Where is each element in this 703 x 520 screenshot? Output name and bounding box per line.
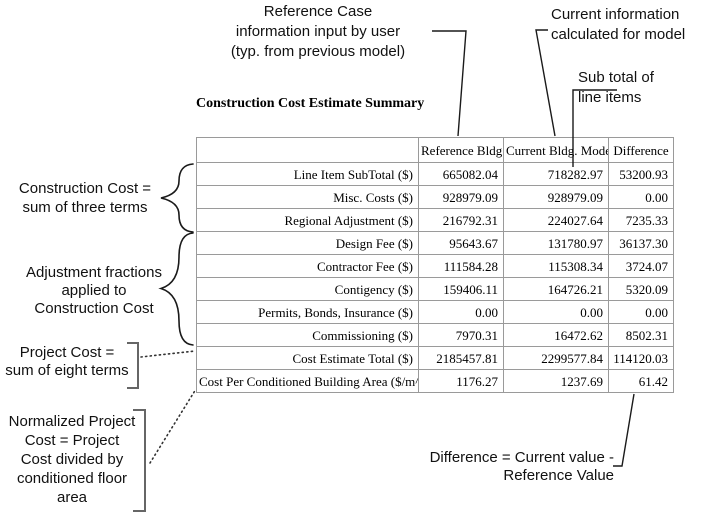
callout-line: calculated for model bbox=[551, 26, 686, 43]
reference-value-cell: 0.00 bbox=[418, 300, 504, 324]
difference-value-cell: 114120.03 bbox=[608, 346, 674, 370]
current-value-cell: 0.00 bbox=[503, 300, 609, 324]
header-reference-bldg: Reference Bldg. bbox=[418, 137, 504, 163]
difference-value-cell: 5320.09 bbox=[608, 277, 674, 301]
row-label-cell: Contigency ($) bbox=[196, 277, 419, 301]
row-label-cell: Line Item SubTotal ($) bbox=[196, 162, 419, 186]
reference-value-cell: 928979.09 bbox=[418, 185, 504, 209]
current-value-cell: 2299577.84 bbox=[503, 346, 609, 370]
table-row: Regional Adjustment ($) 216792.31 224027… bbox=[196, 208, 674, 232]
callout-reference-case: Reference Case information input by user… bbox=[196, 2, 440, 62]
current-value-cell: 224027.64 bbox=[503, 208, 609, 232]
current-value-cell: 115308.34 bbox=[503, 254, 609, 278]
table-row: Misc. Costs ($) 928979.09 928979.09 0.00 bbox=[196, 185, 674, 209]
callout-line: applied to bbox=[61, 282, 127, 299]
row-label-cell: Contractor Fee ($) bbox=[196, 254, 419, 278]
row-label-cell: Cost Per Conditioned Building Area ($/m^… bbox=[196, 369, 419, 393]
callout-line: (typ. from previous model) bbox=[230, 43, 406, 60]
callout-current-info: Current information calculated for model bbox=[551, 5, 685, 45]
row-label-cell: Design Fee ($) bbox=[196, 231, 419, 255]
table-row: Cost Per Conditioned Building Area ($/m^… bbox=[196, 369, 674, 393]
current-value-cell: 131780.97 bbox=[503, 231, 609, 255]
reference-value-cell: 665082.04 bbox=[418, 162, 504, 186]
callout-line: Project Cost = bbox=[19, 344, 115, 361]
callout-line: Sub total of bbox=[578, 69, 654, 86]
callout-adjustment-fractions: Adjustment fractions applied to Construc… bbox=[8, 264, 180, 318]
reference-value-cell: 2185457.81 bbox=[418, 346, 504, 370]
table-title: Construction Cost Estimate Summary bbox=[196, 96, 425, 111]
table-header-row: Reference Bldg. Current Bldg. Model Diff… bbox=[196, 137, 674, 163]
row-label-cell: Permits, Bonds, Insurance ($) bbox=[196, 300, 419, 324]
callout-subtotal: Sub total of line items bbox=[578, 68, 654, 108]
callout-line: Current information bbox=[551, 6, 680, 23]
table-row: Contigency ($) 159406.11 164726.21 5320.… bbox=[196, 277, 674, 301]
header-difference: Difference bbox=[608, 137, 674, 163]
callout-line: Reference Value bbox=[503, 467, 614, 484]
row-label-cell: Commissioning ($) bbox=[196, 323, 419, 347]
table-row: Commissioning ($) 7970.31 16472.62 8502.… bbox=[196, 323, 674, 347]
leader-line-difference bbox=[613, 393, 635, 467]
callout-line: sum of three terms bbox=[22, 199, 148, 216]
callout-line: Cost divided by bbox=[20, 451, 124, 468]
reference-value-cell: 159406.11 bbox=[418, 277, 504, 301]
callout-line: Normalized Project bbox=[8, 413, 136, 430]
callout-line: Adjustment fractions bbox=[26, 264, 162, 281]
callout-project-cost: Project Cost = sum of eight terms bbox=[0, 344, 134, 380]
cost-estimate-table: Reference Bldg. Current Bldg. Model Diff… bbox=[196, 137, 674, 393]
difference-value-cell: 8502.31 bbox=[608, 323, 674, 347]
reference-value-cell: 1176.27 bbox=[418, 369, 504, 393]
callout-line: Construction Cost = bbox=[18, 180, 152, 197]
difference-value-cell: 3724.07 bbox=[608, 254, 674, 278]
current-value-cell: 16472.62 bbox=[503, 323, 609, 347]
leader-line-current-info bbox=[535, 29, 556, 137]
callout-line: Construction Cost bbox=[34, 300, 154, 317]
reference-value-cell: 95643.67 bbox=[418, 231, 504, 255]
header-current-bldg-model: Current Bldg. Model bbox=[503, 137, 609, 163]
callout-line: Reference Case bbox=[263, 3, 373, 20]
reference-value-cell: 111584.28 bbox=[418, 254, 504, 278]
row-label-cell: Cost Estimate Total ($) bbox=[196, 346, 419, 370]
difference-value-cell: 61.42 bbox=[608, 369, 674, 393]
callout-line: Cost = Project bbox=[24, 432, 120, 449]
row-label-cell: Regional Adjustment ($) bbox=[196, 208, 419, 232]
header-empty-cell bbox=[196, 137, 419, 163]
callout-line: information input by user bbox=[235, 23, 401, 40]
callout-construction-cost: Construction Cost = sum of three terms bbox=[2, 179, 168, 217]
current-value-cell: 164726.21 bbox=[503, 277, 609, 301]
callout-line: area bbox=[56, 489, 88, 506]
callout-line: Difference = Current value - bbox=[429, 449, 614, 466]
difference-value-cell: 36137.30 bbox=[608, 231, 674, 255]
current-value-cell: 718282.97 bbox=[503, 162, 609, 186]
difference-value-cell: 53200.93 bbox=[608, 162, 674, 186]
callout-line: conditioned floor bbox=[16, 470, 128, 487]
callout-line: line items bbox=[578, 89, 642, 106]
table-row: Contractor Fee ($) 111584.28 115308.34 3… bbox=[196, 254, 674, 278]
difference-value-cell: 0.00 bbox=[608, 300, 674, 324]
callout-normalized-cost: Normalized Project Cost = Project Cost d… bbox=[4, 412, 140, 507]
difference-value-cell: 0.00 bbox=[608, 185, 674, 209]
callout-line: sum of eight terms bbox=[5, 362, 129, 379]
callout-difference: Difference = Current value - Reference V… bbox=[403, 449, 614, 485]
reference-value-cell: 7970.31 bbox=[418, 323, 504, 347]
dotted-line-normalized-cost bbox=[149, 388, 197, 464]
dotted-line-project-cost bbox=[140, 350, 196, 358]
row-label-cell: Misc. Costs ($) bbox=[196, 185, 419, 209]
table-row: Design Fee ($) 95643.67 131780.97 36137.… bbox=[196, 231, 674, 255]
table-row: Cost Estimate Total ($) 2185457.81 22995… bbox=[196, 346, 674, 370]
table-row: Line Item SubTotal ($) 665082.04 718282.… bbox=[196, 162, 674, 186]
difference-value-cell: 7235.33 bbox=[608, 208, 674, 232]
current-value-cell: 928979.09 bbox=[503, 185, 609, 209]
table-row: Permits, Bonds, Insurance ($) 0.00 0.00 … bbox=[196, 300, 674, 324]
reference-value-cell: 216792.31 bbox=[418, 208, 504, 232]
current-value-cell: 1237.69 bbox=[503, 369, 609, 393]
